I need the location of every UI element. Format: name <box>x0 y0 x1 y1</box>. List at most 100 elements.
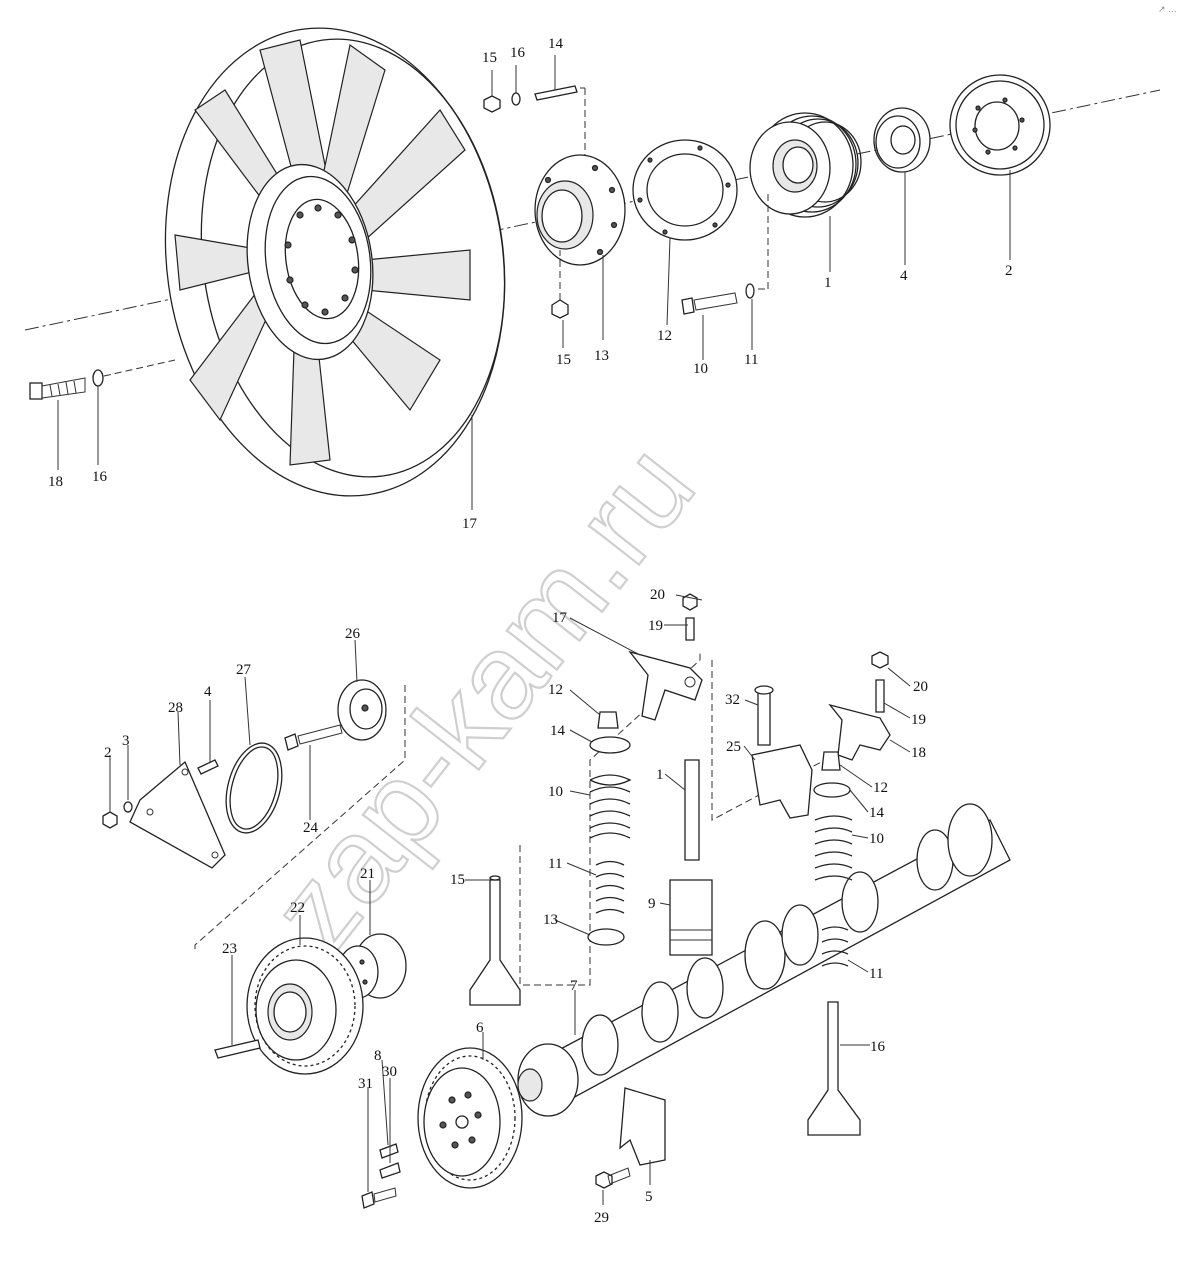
bracket-hole-2 <box>181 768 189 776</box>
spring-11-left <box>595 860 625 914</box>
fan-17 <box>164 27 506 497</box>
stud-4 <box>197 759 219 775</box>
bolt-31-head <box>361 1191 375 1209</box>
label-12-left: 12 <box>548 682 563 698</box>
rocker-arm-18 <box>828 703 891 761</box>
label-4: 4 <box>900 268 908 284</box>
valve-15 <box>469 879 521 1006</box>
label-lower-13: 13 <box>543 912 558 928</box>
bolt-24-shank <box>297 724 343 745</box>
bolt-10-head <box>681 297 695 315</box>
bracket-hole-1 <box>146 808 154 816</box>
pin-8 <box>379 1143 399 1159</box>
label-30: 30 <box>382 1064 397 1080</box>
washer-16-top <box>511 92 521 106</box>
collet-12-left <box>597 711 619 729</box>
label-18: 18 <box>48 474 63 490</box>
fan-assembly-group: 18 16 17 15 16 14 13 15 12 10 11 1 4 2 <box>24 27 1161 532</box>
bolt-10-shank <box>693 292 738 311</box>
upper-leader-lines <box>57 55 1011 510</box>
bolt-31-shank <box>373 1187 397 1203</box>
thrust-plate-5 <box>619 1087 666 1166</box>
push-rod-1 <box>684 759 700 861</box>
retainer-14-right <box>813 782 851 798</box>
spring-10-right <box>814 815 853 881</box>
hub-13 <box>534 154 626 266</box>
label-11-right: 11 <box>869 966 883 982</box>
spacer-4 <box>873 107 931 173</box>
upper-labels: 18 16 17 15 16 14 13 15 12 10 11 1 4 2 <box>48 36 1013 532</box>
plate-26-center <box>361 704 369 712</box>
label-19-right: 19 <box>911 712 926 728</box>
nut-20-right <box>871 651 889 669</box>
spring-11-right <box>821 926 849 967</box>
rocker-support-25 <box>751 744 813 819</box>
label-1: 1 <box>824 275 832 291</box>
label-24: 24 <box>303 820 319 836</box>
adjust-screw-19-left <box>685 617 695 641</box>
camshaft-7 <box>517 803 1011 1117</box>
label-lower-18: 18 <box>911 745 926 761</box>
label-6: 6 <box>476 1020 484 1036</box>
rocker-17-hole <box>684 676 696 688</box>
label-21: 21 <box>360 866 375 882</box>
label-29: 29 <box>594 1210 609 1226</box>
label-lower-17: 17 <box>552 610 568 626</box>
nut-15-top <box>483 95 501 113</box>
label-lower-2: 2 <box>104 745 112 761</box>
label-27: 27 <box>236 662 252 678</box>
nut-15-bottom <box>551 299 569 319</box>
nut-2 <box>102 811 118 829</box>
label-2: 2 <box>1005 263 1013 279</box>
label-15-top: 15 <box>482 50 497 66</box>
stud-14 <box>534 85 578 101</box>
label-19-left: 19 <box>648 618 663 634</box>
label-lower-15: 15 <box>450 872 465 888</box>
valve-16 <box>807 1001 861 1136</box>
label-11-left: 11 <box>548 856 562 872</box>
valve-train-group: 2 3 28 4 27 26 24 21 22 23 6 7 8 30 31 2… <box>102 587 1011 1226</box>
retainer-14-left <box>589 736 631 754</box>
label-22: 22 <box>290 900 305 916</box>
seat-13 <box>587 928 625 946</box>
label-lower-16: 16 <box>870 1039 886 1055</box>
corner-mark: ↗ … <box>1158 4 1177 14</box>
rocker-arm-17 <box>628 650 703 721</box>
bolt-29-head <box>595 1171 613 1189</box>
spring-10-left <box>589 774 632 839</box>
label-31: 31 <box>358 1076 373 1092</box>
label-9: 9 <box>648 896 656 912</box>
label-20-left: 20 <box>650 587 665 603</box>
label-14: 14 <box>548 36 564 52</box>
washer-3 <box>123 801 133 813</box>
o-ring-27-inner <box>229 746 279 830</box>
bolt-32-head <box>754 685 774 695</box>
bolt-18 <box>29 377 86 400</box>
label-16-left: 16 <box>92 469 108 485</box>
label-lower-1: 1 <box>656 767 664 783</box>
key-30 <box>379 1162 401 1179</box>
label-10: 10 <box>693 361 708 377</box>
label-20-right: 20 <box>913 679 928 695</box>
label-5: 5 <box>645 1189 653 1205</box>
idler-assembly-boundary <box>194 685 406 950</box>
bolt-path-left <box>103 359 176 377</box>
label-28: 28 <box>168 700 183 716</box>
bracket-hole-3 <box>211 851 219 859</box>
camshaft-gear-6 <box>417 1047 523 1189</box>
plate-26-inner <box>349 688 383 730</box>
tappet-9 <box>669 879 713 956</box>
label-12-right: 12 <box>873 780 888 796</box>
plate-26 <box>337 679 387 741</box>
lower-leader-lines <box>109 594 911 1205</box>
label-lower-4: 4 <box>204 684 212 700</box>
ring-12 <box>632 139 738 241</box>
idler-shaft-hole-2 <box>359 959 365 965</box>
collet-12-right <box>821 751 841 771</box>
washer-16-left <box>92 369 104 387</box>
valve-15-tip <box>489 875 501 881</box>
label-11: 11 <box>744 352 758 368</box>
pulley-1 <box>749 112 862 218</box>
